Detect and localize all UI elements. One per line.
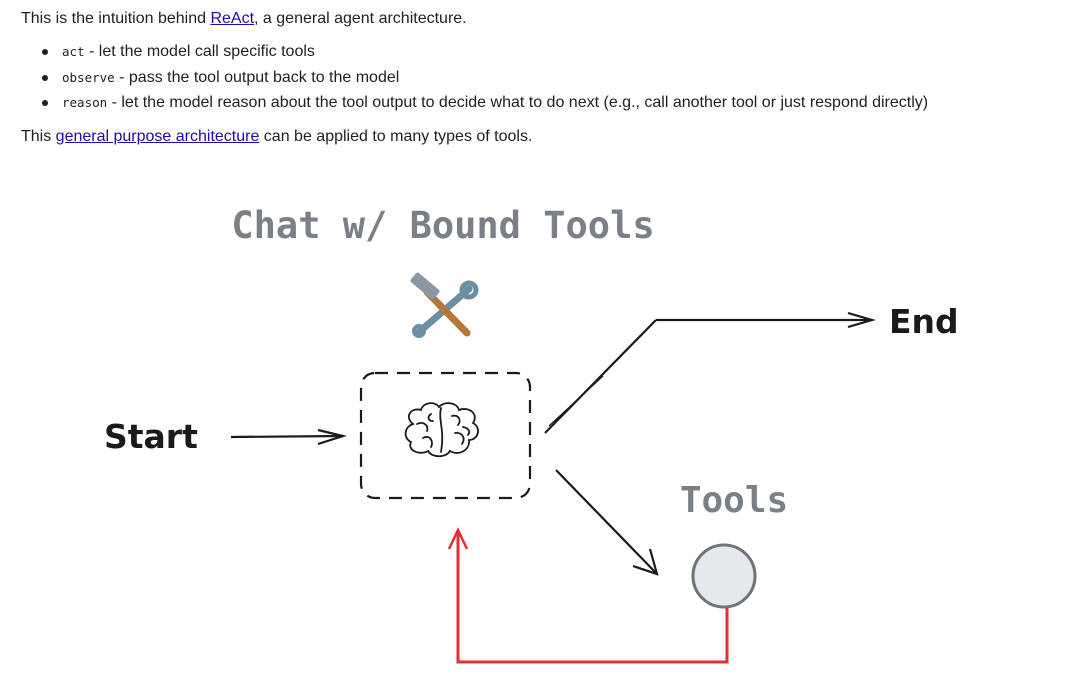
brain-icon	[404, 402, 479, 458]
start-arrow	[230, 428, 348, 446]
outro-prefix: This	[21, 128, 56, 145]
outro-paragraph: This general purpose architecture can be…	[21, 127, 532, 147]
loop-back-arrow	[447, 527, 729, 664]
list-item-reason: reason - let the model reason about the …	[0, 92, 928, 118]
list-item-act: act - let the model call specific tools	[0, 41, 928, 67]
code-act: act	[62, 44, 85, 59]
model-node-box	[359, 371, 532, 500]
architecture-link[interactable]: general purpose architecture	[55, 128, 260, 145]
diagram-title: Chat w/ Bound Tools	[231, 204, 654, 247]
bullet-list: act - let the model call specific tools …	[0, 41, 928, 118]
hammer-and-wrench-icon	[410, 272, 479, 338]
bullet-text: - pass the tool output back to the model	[114, 68, 400, 86]
tools-node	[691, 543, 757, 609]
bullet-text: - let the model reason about the tool ou…	[107, 94, 929, 111]
start-label: Start	[104, 417, 198, 456]
intro-prefix: This is the intuition behind	[21, 10, 211, 27]
code-observe: observe	[62, 69, 115, 85]
bullet-dot	[42, 100, 48, 106]
intro-suffix: , a general agent architecture.	[254, 10, 467, 27]
tools-arrow	[555, 469, 659, 576]
outro-suffix: can be applied to many types of tools.	[259, 128, 533, 145]
tools-label: Tools	[680, 480, 788, 521]
end-label: End	[889, 302, 959, 341]
bullet-text: - let the model call specific tools	[84, 43, 315, 60]
list-item-observe: observe - pass the tool output back to t…	[0, 67, 928, 93]
react-link[interactable]: ReAct	[210, 10, 255, 27]
bullet-dot	[42, 74, 48, 81]
code-reason: reason	[62, 95, 108, 110]
intro-paragraph: This is the intuition behind ReAct, a ge…	[21, 9, 467, 29]
bullet-dot	[42, 49, 48, 55]
end-arrow	[544, 311, 876, 434]
